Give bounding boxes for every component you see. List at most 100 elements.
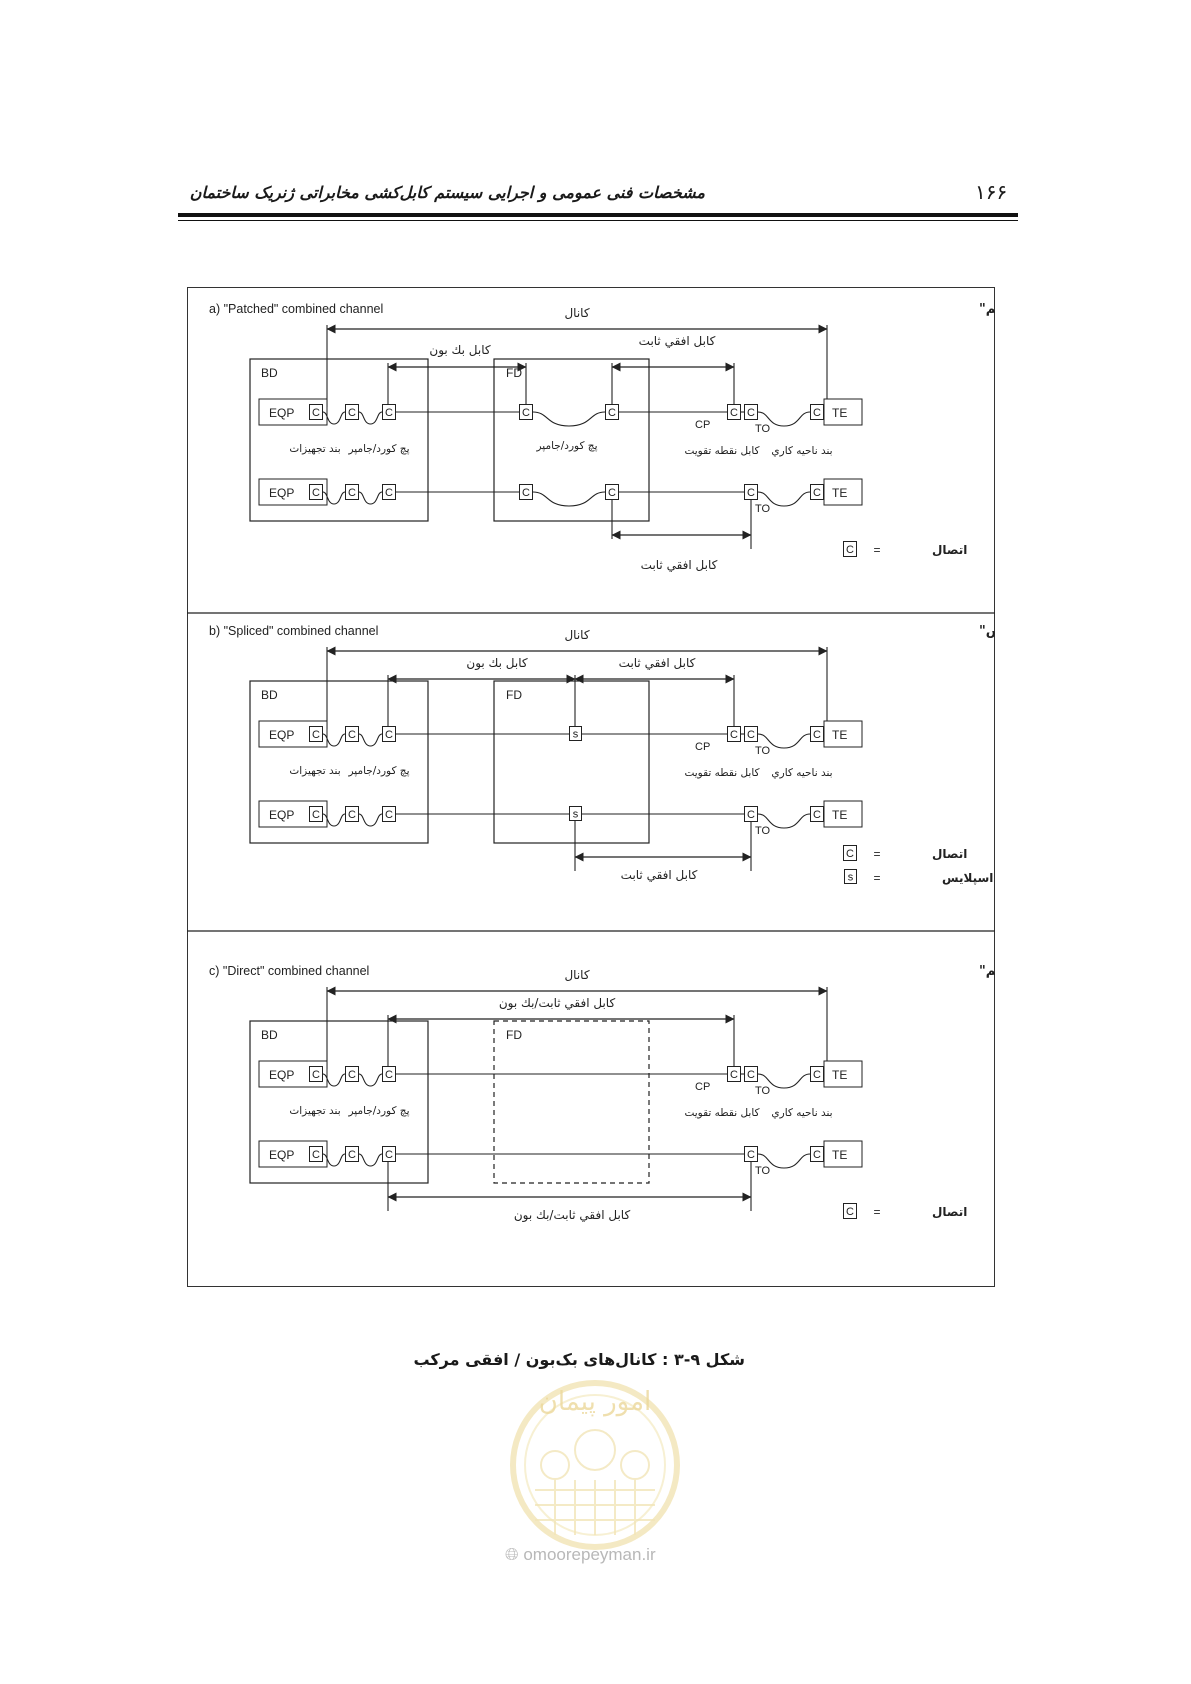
legend-equals: = xyxy=(873,847,880,861)
bd-row: EQP xyxy=(258,1140,396,1168)
connector-c xyxy=(309,806,323,822)
patch-cord-label: پچ كورد/جامپر xyxy=(347,765,409,777)
te-box xyxy=(823,1060,863,1088)
fd-box xyxy=(493,358,650,522)
patch-cord-curve xyxy=(358,1153,383,1167)
horizontal-label-lower: كابل افقي ثابت xyxy=(621,868,698,882)
panel-title-en: c) "Direct" combined channel xyxy=(209,964,369,978)
to-label: TO xyxy=(755,503,771,515)
fd-label: FD xyxy=(506,688,522,702)
to-label: TO xyxy=(755,1165,771,1177)
channel-label: كانال xyxy=(564,306,589,320)
bd-box xyxy=(249,680,429,844)
connector-c xyxy=(519,404,533,420)
connector-c xyxy=(744,1146,758,1162)
equipment-cord-curve xyxy=(322,1073,346,1087)
fd-label: FD xyxy=(506,366,522,380)
backbone-label: كابل بك بون xyxy=(466,656,528,671)
connector-c xyxy=(727,404,741,420)
legend-connection-label: اتصال xyxy=(932,847,967,861)
connector-c xyxy=(843,1203,857,1219)
to-label: TO xyxy=(755,825,771,837)
equipment-cord-label: بند تجهيزات xyxy=(289,443,340,455)
te-label: TE xyxy=(832,1148,847,1162)
horizontal-label-lower: كابل افقي ثابت xyxy=(641,558,718,572)
fd-patch-cord xyxy=(532,491,606,507)
connector-c xyxy=(345,806,359,822)
panel-title-fa: الف-كانال مركب"سرهم" xyxy=(979,302,995,317)
te-label: TE xyxy=(832,808,847,822)
cp-cable-label: كابل نقطه تقويت xyxy=(684,1107,759,1119)
horizontal-label: كابل افقي ثابت xyxy=(639,334,716,348)
connector-c xyxy=(843,845,857,861)
cp-cable-label: كابل نقطه تقويت xyxy=(684,445,759,457)
bd-row: EQP xyxy=(258,800,396,828)
connector-c xyxy=(744,726,758,742)
te-row: TO TE xyxy=(744,1140,863,1177)
legend-splice-label: اسپلايس xyxy=(942,871,993,885)
direct-label-lower: كابل افقي ثابت/بك بون xyxy=(514,1208,631,1223)
equipment-cord-curve xyxy=(322,411,346,425)
splice-s-box xyxy=(569,806,582,821)
eqp-label: EQP xyxy=(269,728,294,742)
connector-c xyxy=(309,1146,323,1162)
to-label: TO xyxy=(755,423,771,435)
cp-label: CP xyxy=(695,741,710,753)
bd-label: BD xyxy=(261,1028,278,1042)
panel-title-en: a) "Patched" combined channel xyxy=(209,302,383,316)
eqp-label: EQP xyxy=(269,486,294,500)
header-rule-thin xyxy=(178,220,1018,221)
to-cable-curve xyxy=(757,491,811,507)
direct-label: كابل افقي ثابت/بك بون xyxy=(499,996,616,1011)
connector-c xyxy=(345,1146,359,1162)
eqp-label: EQP xyxy=(269,1068,294,1082)
splice-s: s xyxy=(569,806,582,821)
te-box xyxy=(823,1140,863,1168)
cp-cable-curve xyxy=(757,1073,811,1089)
te-box xyxy=(823,800,863,828)
fd-label: FD xyxy=(506,1028,522,1042)
splice-s: s xyxy=(844,869,857,884)
connector-c xyxy=(810,806,824,822)
legend-equals: = xyxy=(873,1205,880,1219)
horizontal-label: كابل افقي ثابت xyxy=(619,656,696,670)
patch-cord-label: پچ كورد/جامپر xyxy=(347,443,409,455)
to-label: TO xyxy=(755,1085,771,1097)
cp-cable-curve xyxy=(757,411,811,427)
panel-patched: a) "Patched" combined channel الف-كانال م… xyxy=(209,302,995,572)
connector-c xyxy=(843,541,857,557)
connector-c xyxy=(382,726,396,742)
patch-cord-curve xyxy=(358,1073,383,1087)
te-box xyxy=(823,720,863,748)
legend-connection-label: اتصال xyxy=(932,1205,967,1219)
connector-c xyxy=(810,1146,824,1162)
patch-cord-curve xyxy=(358,491,383,505)
patch-cord-curve xyxy=(358,733,383,747)
te-label: TE xyxy=(832,406,847,420)
work-area-cord-label: بند ناحيه كاري xyxy=(771,767,832,779)
te-label: TE xyxy=(832,486,847,500)
to-cable-curve xyxy=(757,813,811,829)
connector-c xyxy=(727,726,741,742)
patch-cord-curve xyxy=(358,411,383,425)
equipment-cord-curve xyxy=(322,491,346,505)
connector-c xyxy=(345,404,359,420)
channel-label: كانال xyxy=(564,968,589,982)
cp-cable-curve xyxy=(757,733,811,749)
connector-c xyxy=(744,484,758,500)
te-label: TE xyxy=(832,728,847,742)
bd-label: BD xyxy=(261,688,278,702)
equipment-cord-curve xyxy=(322,1153,346,1167)
channel-label: كانال xyxy=(564,628,589,642)
fd-box xyxy=(493,1020,650,1184)
connector-c xyxy=(382,806,396,822)
fd-patch-cord xyxy=(532,411,606,427)
connector-c xyxy=(605,484,619,500)
patch-cord-label: پچ كورد/جامپر xyxy=(347,1105,409,1117)
globe-icon: 🌐︎ xyxy=(505,1545,519,1564)
